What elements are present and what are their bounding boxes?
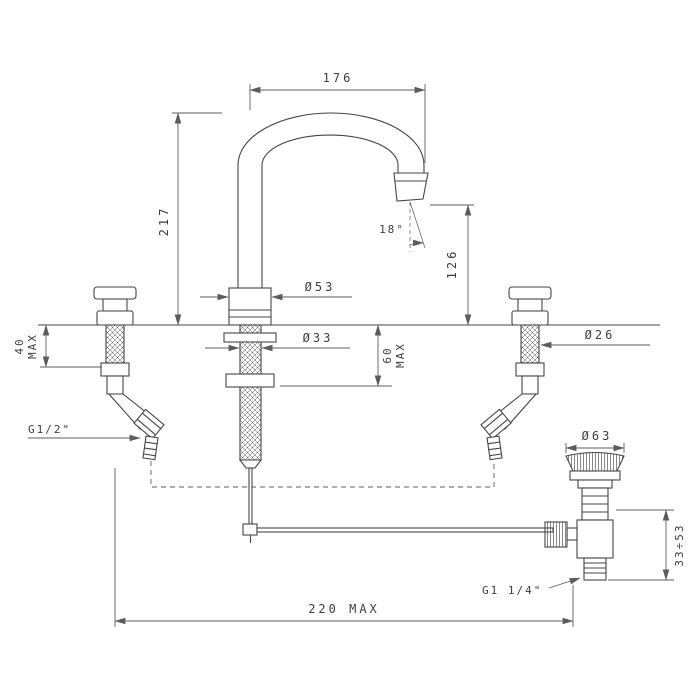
dim-spout-deck-max-value: 60 xyxy=(381,346,394,363)
dimension-valve-hole-diameter: Ø26 xyxy=(540,328,650,349)
spout-mounting-washer xyxy=(223,332,277,343)
dim-spout-base-diameter: Ø53 xyxy=(305,280,336,294)
spout-base xyxy=(228,287,272,326)
dim-spout-deck-max-unit: MAX xyxy=(394,342,407,368)
left-hose-tail xyxy=(142,435,159,461)
left-valve-handle xyxy=(93,286,137,300)
hose-routing-dashes xyxy=(150,461,495,488)
dimension-hole-span: 220 MAX xyxy=(114,468,574,627)
dim-waste-cap-diameter: Ø63 xyxy=(582,429,613,443)
dimension-spout-reach: 176 xyxy=(249,71,426,163)
label-waste-thread-group: G1 1/4" xyxy=(482,577,581,597)
dimension-valve-deck-max: 40 MAX xyxy=(13,324,102,368)
right-valve-nut xyxy=(515,362,545,377)
spout-aerator xyxy=(393,172,429,202)
label-valve-thread-group: G1/2" xyxy=(28,423,141,442)
dim-hole-span: 220 MAX xyxy=(308,602,380,616)
left-hose-hex-fitting xyxy=(133,408,165,440)
spout-inner-curve xyxy=(261,134,399,166)
right-valve-escutcheon xyxy=(511,310,549,326)
right-valve-threaded-shank xyxy=(520,324,540,364)
waste-flange xyxy=(569,470,621,481)
waste-adjust-knob xyxy=(544,521,568,548)
waste-assembly xyxy=(544,451,625,581)
waste-tailpiece xyxy=(583,557,607,581)
dimension-spout-base-diameter: Ø53 xyxy=(200,280,352,301)
dimension-spout-height: 217 xyxy=(157,112,222,326)
spout-threaded-tube xyxy=(239,324,262,461)
right-hose-tail xyxy=(486,435,503,461)
waste-body xyxy=(576,519,614,559)
spout-outer-curve xyxy=(237,112,425,166)
dim-waste-adjust-range: 33÷53 xyxy=(673,523,686,566)
dim-spout-reach: 176 xyxy=(323,71,354,85)
dim-outlet-height: 126 xyxy=(445,249,459,280)
label-waste-thread: G1 1/4" xyxy=(482,584,542,597)
spout-shank-assembly xyxy=(223,324,554,543)
dim-spray-angle: 18° xyxy=(379,223,405,236)
dim-spout-height: 217 xyxy=(157,206,171,237)
left-valve-nut xyxy=(100,362,130,377)
dim-valve-deck-max-value: 40 xyxy=(13,337,26,354)
left-valve-escutcheon xyxy=(96,310,134,326)
label-valve-thread: G1/2" xyxy=(28,423,71,436)
dim-valve-hole-diameter: Ø26 xyxy=(585,328,616,342)
spray-angle-annotation: 18° xyxy=(379,201,426,252)
dimension-outlet-height: 126 xyxy=(430,204,474,326)
right-hose-hex-fitting xyxy=(480,408,512,440)
dimension-spout-hole-diameter: Ø33 xyxy=(205,331,350,352)
right-valve-assembly xyxy=(480,286,552,461)
dim-valve-deck-max-unit: MAX xyxy=(26,333,39,359)
pop-up-rod-clevis xyxy=(242,523,258,536)
left-valve-threaded-shank xyxy=(105,324,125,364)
dimension-waste-adjust-range: 33÷53 xyxy=(608,509,686,581)
pop-up-pull-rod xyxy=(248,467,253,525)
dimension-spout-deck-max: 60 MAX xyxy=(280,324,407,387)
dimension-waste-cap-diameter: Ø63 xyxy=(565,429,625,453)
waste-cap xyxy=(565,451,625,472)
left-valve-assembly xyxy=(93,286,165,461)
pop-up-horizontal-rod xyxy=(256,527,554,533)
spout-mounting-flange xyxy=(225,373,275,388)
right-valve-handle xyxy=(508,286,552,300)
dim-spout-hole-diameter: Ø33 xyxy=(303,331,334,345)
